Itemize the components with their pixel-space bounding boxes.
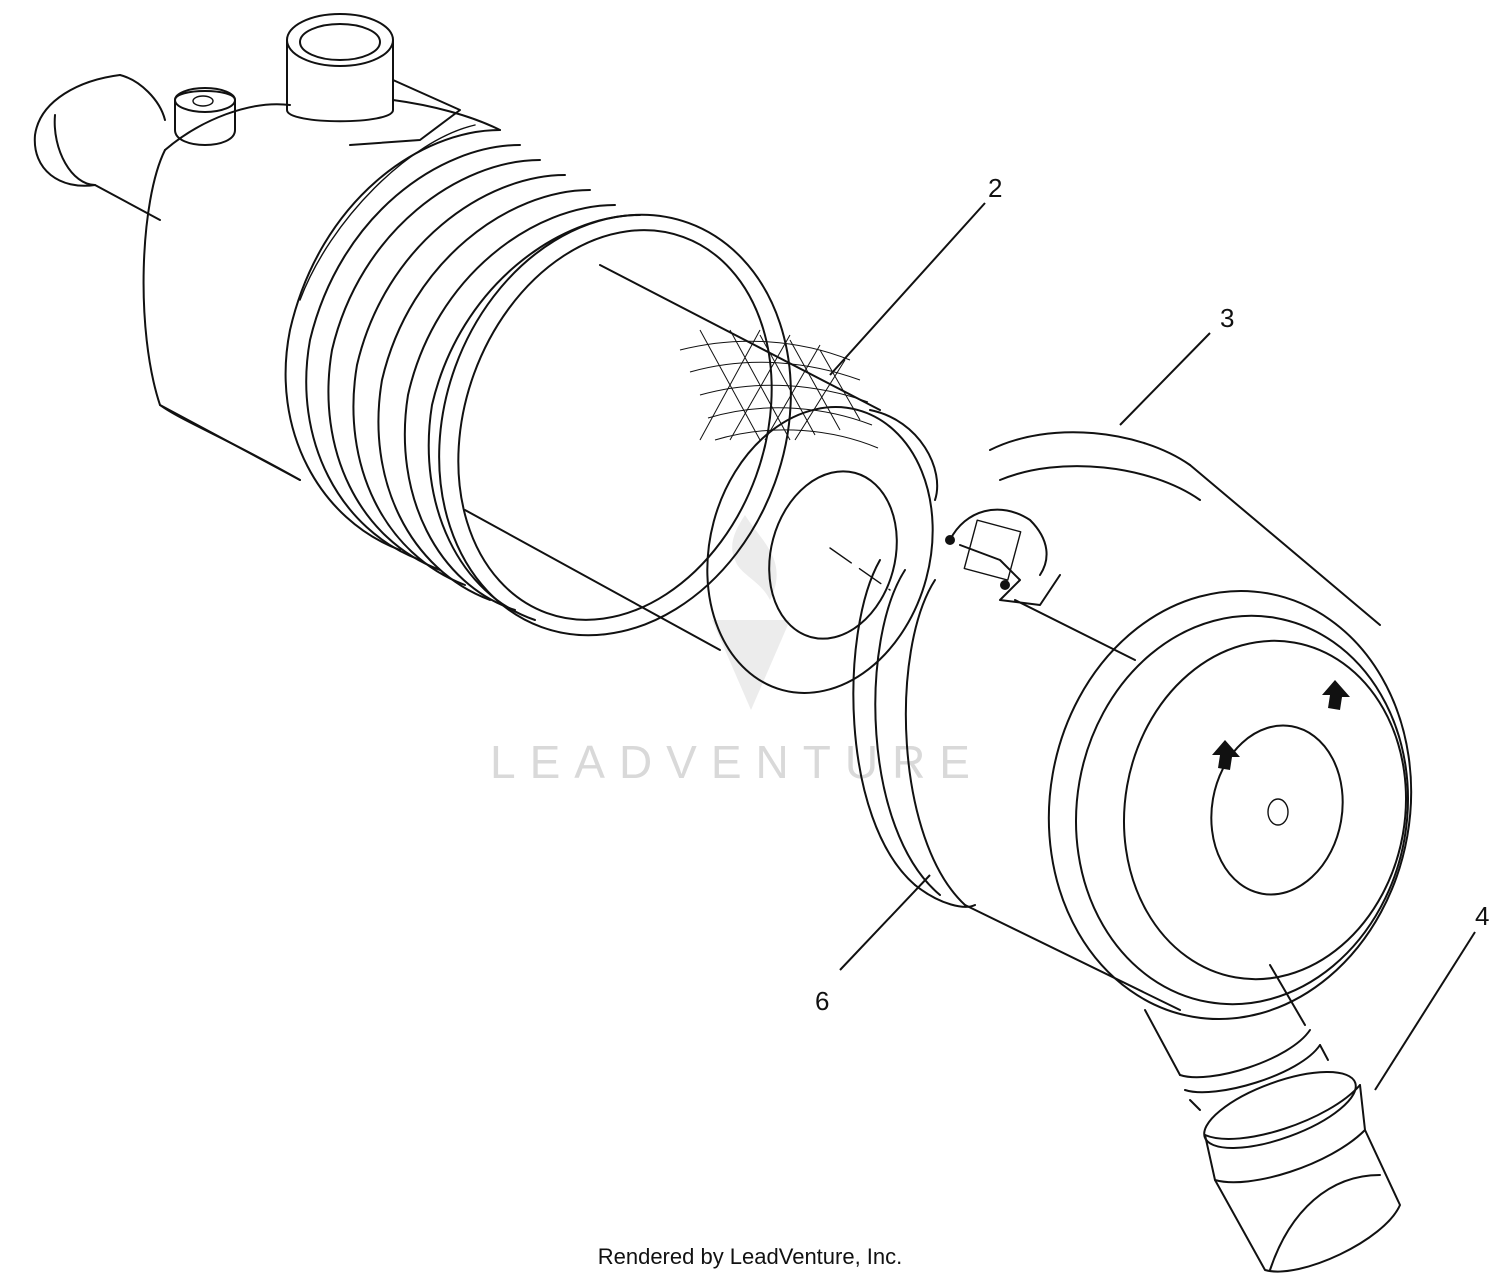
watermark-logo-icon <box>712 515 790 710</box>
vacuator-valve <box>1144 964 1401 1273</box>
callout-2: 2 <box>988 173 1002 203</box>
leader-line-2 <box>829 202 986 376</box>
callout-4: 4 <box>1475 901 1489 931</box>
leader-line-3 <box>1119 332 1211 426</box>
leader-line-4 <box>1374 931 1476 1091</box>
seal-ring <box>438 213 792 637</box>
callout-6: 6 <box>815 986 829 1016</box>
leader-line-6 <box>839 874 931 971</box>
filter-element <box>464 264 939 694</box>
callout-3: 3 <box>1220 303 1234 333</box>
cover-assembly <box>852 431 1413 1021</box>
up-arrow-icon <box>1212 740 1240 770</box>
render-credit: Rendered by LeadVenture, Inc. <box>597 1244 903 1269</box>
watermark-text: LEADVENTURE <box>490 736 984 788</box>
air-cleaner-housing <box>33 13 641 621</box>
up-arrow-icon <box>1322 680 1350 710</box>
